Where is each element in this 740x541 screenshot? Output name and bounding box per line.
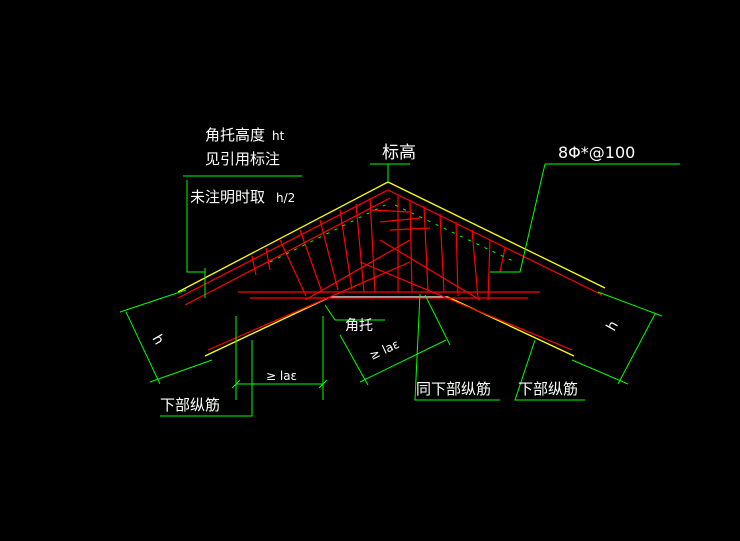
bottom-bar-left-leader — [160, 340, 253, 417]
dim-ticks — [231, 379, 328, 389]
see-reference-label: 见引用标注 — [205, 150, 280, 168]
note-bracket-left — [186, 180, 205, 273]
haunch-bar-left — [304, 239, 411, 301]
outline-top-right — [387, 181, 606, 289]
dim-h-left-line — [125, 311, 161, 385]
haunch-bar-right — [379, 239, 481, 301]
leader-lines — [119, 163, 680, 417]
bottom-bar-left-label: 下部纵筋 — [160, 396, 220, 414]
default-value-symbol: h/2 — [276, 191, 295, 205]
haunch-height-label: 角托高度 — [205, 126, 265, 144]
top-bar-left — [177, 189, 389, 299]
same-bar-leader — [414, 293, 500, 401]
bottom-bar-right-label: 下部纵筋 — [518, 380, 578, 398]
default-value-label: 未注明时取 — [190, 188, 265, 206]
bottom-bar-right — [359, 261, 573, 351]
concrete-outline — [177, 181, 606, 357]
anchorage-left-label: ≥ laε — [266, 369, 297, 383]
top-bar-right — [387, 189, 603, 296]
bottom-bar-right-leader — [514, 339, 585, 401]
bottom-bar-left — [207, 261, 411, 351]
dim-h-right-line — [617, 313, 656, 385]
outline-top-left — [177, 181, 389, 293]
outline-bottom-left — [204, 296, 331, 357]
haunch-height-symbol: ht — [272, 129, 285, 143]
dim-h-right-label: h — [604, 318, 622, 334]
haunch-label: 角托 — [345, 318, 373, 334]
rebar-group — [177, 189, 603, 351]
same-bar-label: 同下部纵筋 — [416, 380, 491, 398]
elevation-label: 标高 — [382, 143, 416, 163]
bar-tick-marks — [269, 204, 516, 263]
anchorage-center-dim — [359, 339, 447, 383]
anchorage-center-label: ≥ laε — [367, 337, 401, 363]
stirrup-spec-label: 8Φ*@100 — [558, 143, 635, 162]
top-bar-left-2 — [184, 197, 391, 306]
dim-h-left-label: h — [149, 332, 167, 348]
